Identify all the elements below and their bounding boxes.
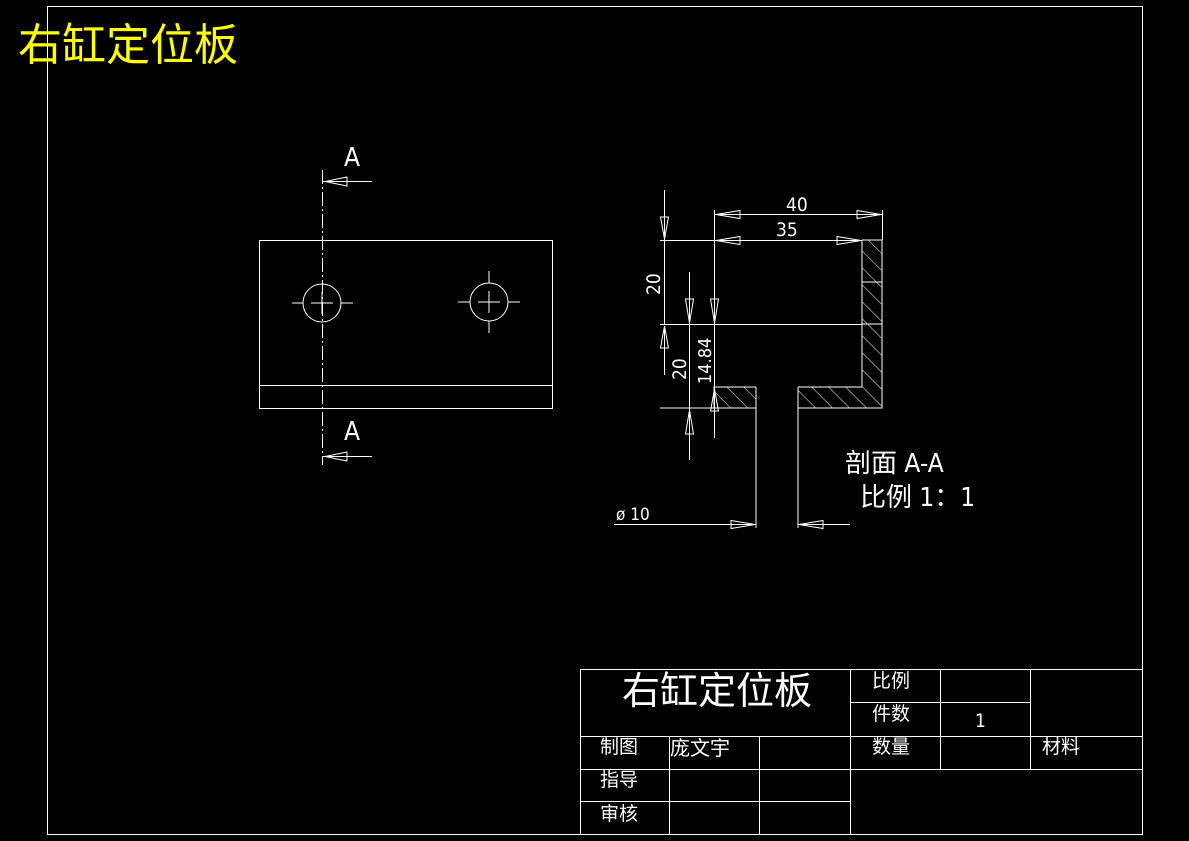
scale-label: 比例 xyxy=(872,670,910,692)
title-block: 右缸定位板 比例 件数 1 数量 材料 制图 庞文宇 指导 审核 xyxy=(580,669,1143,835)
section-label-top: A xyxy=(344,143,360,173)
front-view: A A xyxy=(259,143,553,465)
guide-label: 指导 xyxy=(600,769,638,791)
dim-14-84: 14.84 xyxy=(695,338,716,384)
section-arrow-top xyxy=(324,176,348,187)
section-caption: 剖面 A-A xyxy=(845,449,944,479)
plate-outline xyxy=(259,240,553,409)
dim-35: 35 xyxy=(776,219,798,241)
section-arrow-bottom xyxy=(324,451,348,462)
drawn-label: 制图 xyxy=(600,736,638,758)
dim-arrow xyxy=(659,216,670,240)
dim-arrow xyxy=(715,235,741,246)
dim-arrow xyxy=(709,388,720,412)
dim-arrow xyxy=(709,298,720,324)
dim-arrow xyxy=(798,519,824,530)
review-label: 审核 xyxy=(600,803,638,825)
drawing-title: 右缸定位板 xyxy=(18,20,238,71)
title-block-frame xyxy=(580,669,1143,835)
section-label-bottom: A xyxy=(344,417,360,447)
dim-arrow xyxy=(856,209,882,220)
pieces-label: 件数 xyxy=(872,703,910,725)
dim-arrow xyxy=(684,409,695,435)
dim-40: 40 xyxy=(786,194,808,216)
drawn-value: 庞文宇 xyxy=(670,736,730,760)
pieces-value: 1 xyxy=(975,710,986,732)
dim-diameter-10: ø 10 xyxy=(616,505,650,525)
scale-caption: 比例 1：1 xyxy=(860,483,975,513)
part-name: 右缸定位板 xyxy=(622,669,812,713)
material-label: 材料 xyxy=(1042,736,1080,758)
section-hatch xyxy=(714,240,882,408)
quantity-label: 数量 xyxy=(872,736,910,758)
dim-20-top: 20 xyxy=(643,273,665,295)
dim-20-bottom: 20 xyxy=(669,358,691,380)
dim-arrow xyxy=(730,519,756,530)
dim-arrow xyxy=(715,209,741,220)
dim-arrow xyxy=(836,235,862,246)
section-view: 40 35 20 20 14.84 ø 10 剖面 A-A 比例 1：1 xyxy=(614,190,975,530)
dim-arrow xyxy=(684,298,695,324)
